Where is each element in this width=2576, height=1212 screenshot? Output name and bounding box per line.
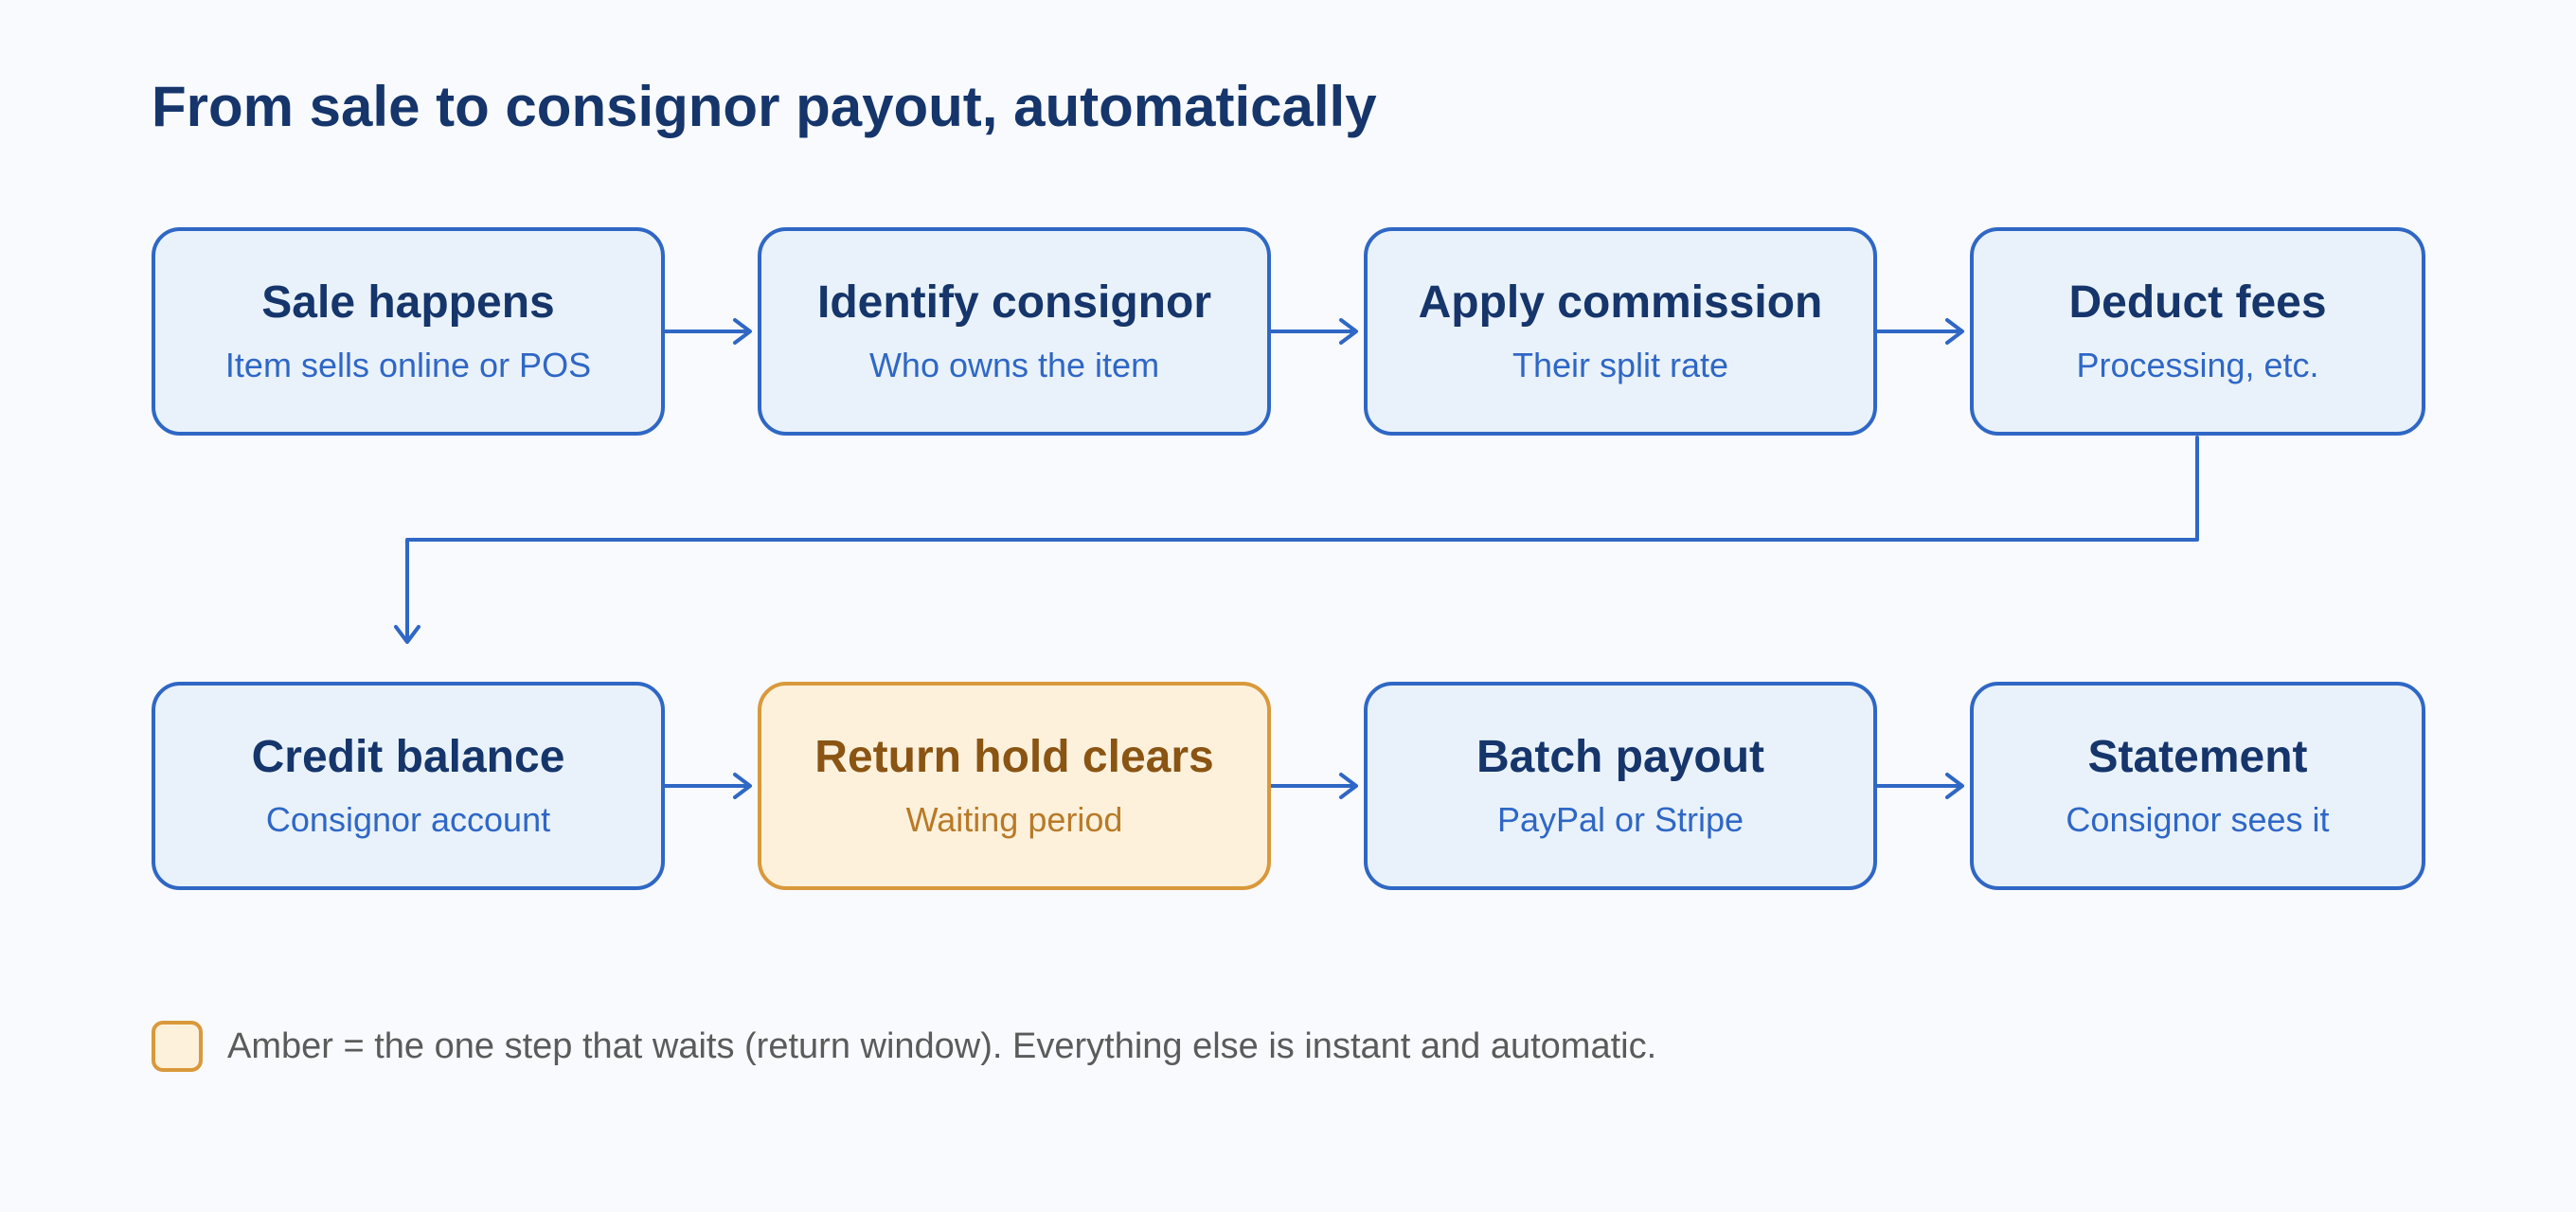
arrow-sale-to-identify xyxy=(663,318,752,345)
step-return-hold-clears: Return hold clears Waiting period xyxy=(758,682,1271,890)
step-subtitle: Consignor sees it xyxy=(2066,800,2330,839)
step-apply-commission: Apply commission Their split rate xyxy=(1364,227,1877,436)
step-identify-consignor: Identify consignor Who owns the item xyxy=(758,227,1271,436)
step-subtitle: Processing, etc. xyxy=(2076,346,2319,384)
step-title: Deduct fees xyxy=(2068,277,2327,328)
arrow-identify-to-commission xyxy=(1269,318,1358,345)
step-subtitle: Their split rate xyxy=(1512,346,1729,384)
legend-amber-swatch xyxy=(152,1021,203,1072)
legend-text: Amber = the one step that waits (return … xyxy=(227,1025,1657,1066)
step-deduct-fees: Deduct fees Processing, etc. xyxy=(1970,227,2425,436)
step-title: Batch payout xyxy=(1476,732,1765,782)
step-title: Identify consignor xyxy=(816,277,1211,328)
diagram-title: From sale to consignor payout, automatic… xyxy=(152,75,1377,138)
step-title: Apply commission xyxy=(1418,277,1823,328)
step-title: Credit balance xyxy=(251,732,565,782)
step-subtitle: Item sells online or POS xyxy=(224,346,592,384)
step-batch-payout: Batch payout PayPal or Stripe xyxy=(1364,682,1877,890)
step-title: Return hold clears xyxy=(814,732,1214,782)
arrow-return-hold-to-payout xyxy=(1269,773,1358,799)
arrow-credit-to-return-hold xyxy=(663,773,752,799)
step-title: Sale happens xyxy=(261,277,555,328)
step-subtitle: Waiting period xyxy=(905,800,1123,839)
arrow-payout-to-statement xyxy=(1875,773,1964,799)
step-subtitle: Consignor account xyxy=(265,800,551,839)
step-subtitle: Who owns the item xyxy=(868,346,1160,384)
step-subtitle: PayPal or Stripe xyxy=(1496,800,1744,839)
step-credit-balance: Credit balance Consignor account xyxy=(152,682,665,890)
arrow-commission-to-fees xyxy=(1875,318,1964,345)
arrow-fees-to-credit xyxy=(394,436,2199,644)
step-title: Statement xyxy=(2087,732,2308,782)
step-statement: Statement Consignor sees it xyxy=(1970,682,2425,890)
legend: Amber = the one step that waits (return … xyxy=(152,1021,1656,1072)
step-sale-happens: Sale happens Item sells online or POS xyxy=(152,227,665,436)
